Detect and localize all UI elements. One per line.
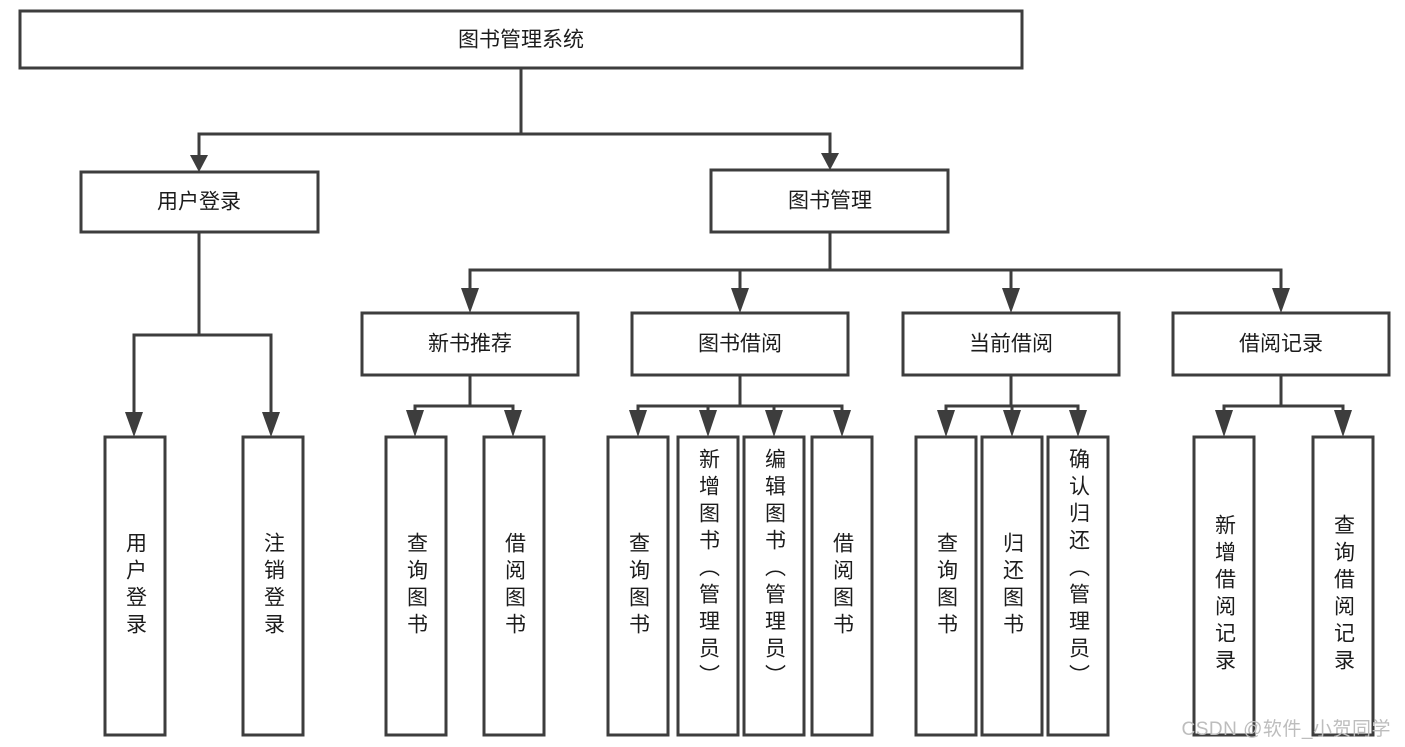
node-book-management-box[interactable] xyxy=(709,168,950,234)
node-root-box[interactable] xyxy=(18,9,1024,70)
leaf-query-borrow-record-box[interactable] xyxy=(1311,435,1375,737)
node-new-book-recommend-box[interactable] xyxy=(360,311,580,377)
leaf-confirm-return-admin-label: 确认归还（管理员） xyxy=(1067,448,1091,691)
leaf-borrow-book-bb-box[interactable] xyxy=(810,435,874,737)
node-book-management-label: 图书管理 xyxy=(788,190,872,213)
leaf-query-borrow-record[interactable]: 查询借阅记录 xyxy=(1311,435,1375,737)
leaf-return-book-label: 归还图书 xyxy=(1001,532,1025,640)
leaf-add-book-admin[interactable]: 新增图书（管理员） xyxy=(676,435,740,737)
arrowhead-bb-leaf-1 xyxy=(629,410,647,437)
arrowhead-cb-leaf-3 xyxy=(1069,410,1087,437)
leaf-user-login-label: 用户登录 xyxy=(124,532,148,640)
node-user-login[interactable]: 用户登录 xyxy=(79,170,320,234)
node-book-borrow[interactable]: 图书借阅 xyxy=(630,311,850,377)
leaf-return-book-box[interactable] xyxy=(980,435,1044,737)
leaf-query-book-nbr-label: 查询图书 xyxy=(405,532,429,640)
leaf-borrow-book-nbr-label: 借阅图书 xyxy=(503,532,527,640)
arrowhead-bb-leaf-4 xyxy=(833,410,851,437)
leaf-borrow-book-nbr-box[interactable] xyxy=(482,435,546,737)
leaf-query-borrow-record-label: 查询借阅记录 xyxy=(1332,514,1356,676)
leaf-borrow-book-bb-label: 借阅图书 xyxy=(831,532,855,640)
leaf-query-book-bb[interactable]: 查询图书 xyxy=(606,435,670,737)
leaf-query-book-nbr-box[interactable] xyxy=(384,435,448,737)
node-root-book-management-system[interactable]: 图书管理系统 xyxy=(18,9,1024,70)
leaf-query-book-cb-box[interactable] xyxy=(914,435,978,737)
leaf-edit-book-admin[interactable]: 编辑图书（管理员） xyxy=(742,435,806,737)
node-current-borrow-label: 当前借阅 xyxy=(969,333,1053,356)
arrowhead-user-login xyxy=(190,155,208,172)
arrowhead-bb-leaf-2 xyxy=(699,410,717,437)
leaf-query-book-nbr[interactable]: 查询图书 xyxy=(384,435,448,737)
leaf-borrow-book-nbr[interactable]: 借阅图书 xyxy=(482,435,546,737)
leaf-query-book-cb-label: 查询图书 xyxy=(935,532,959,640)
node-borrow-record-label: 借阅记录 xyxy=(1239,333,1323,356)
leaf-add-borrow-record-box[interactable] xyxy=(1192,435,1256,737)
node-book-management[interactable]: 图书管理 xyxy=(709,168,950,234)
node-user-login-label: 用户登录 xyxy=(157,191,241,214)
leaf-borrow-book-bb[interactable]: 借阅图书 xyxy=(810,435,874,737)
leaf-confirm-return-admin[interactable]: 确认归还（管理员） xyxy=(1046,435,1110,737)
leaf-query-book-bb-label: 查询图书 xyxy=(627,532,651,640)
node-current-borrow[interactable]: 当前借阅 xyxy=(901,311,1121,377)
arrowhead-book-manage xyxy=(821,153,839,170)
connector-layer xyxy=(125,66,1352,437)
leaf-edit-book-admin-label: 编辑图书（管理员） xyxy=(763,448,787,691)
leaf-query-book-bb-box[interactable] xyxy=(606,435,670,737)
leaf-query-book-cb[interactable]: 查询图书 xyxy=(914,435,978,737)
node-new-book-recommend-label: 新书推荐 xyxy=(428,333,512,356)
leaf-logout[interactable]: 注销登录 xyxy=(241,435,305,737)
leaf-user-login[interactable]: 用户登录 xyxy=(103,435,167,737)
node-root-label: 图书管理系统 xyxy=(458,29,584,52)
arrowhead-cb-leaf-2 xyxy=(1003,410,1021,437)
arrowhead-cb-leaf-1 xyxy=(937,410,955,437)
arrowhead-current-borrow xyxy=(1002,288,1020,313)
arrowhead-br-leaf-1 xyxy=(1215,410,1233,437)
node-book-borrow-label: 图书借阅 xyxy=(698,333,782,356)
arrowhead-new-book-recommend xyxy=(461,288,479,313)
arrowhead-br-leaf-2 xyxy=(1334,410,1352,437)
leaf-confirm-return-admin-box[interactable] xyxy=(1046,435,1110,737)
arrowhead-leaf-logout xyxy=(262,412,280,437)
node-borrow-record-box[interactable] xyxy=(1171,311,1391,377)
leaf-edit-book-admin-box[interactable] xyxy=(742,435,806,737)
arrowhead-bb-leaf-3 xyxy=(765,410,783,437)
node-current-borrow-box[interactable] xyxy=(901,311,1121,377)
arrowhead-leaf-user-login xyxy=(125,412,143,437)
leaf-add-borrow-record[interactable]: 新增借阅记录 xyxy=(1192,435,1256,737)
leaf-add-borrow-record-label: 新增借阅记录 xyxy=(1213,514,1237,676)
node-book-borrow-box[interactable] xyxy=(630,311,850,377)
node-user-login-box[interactable] xyxy=(79,170,320,234)
arrowhead-borrow-record xyxy=(1272,288,1290,313)
leaf-add-book-admin-label: 新增图书（管理员） xyxy=(697,448,721,691)
leaf-logout-box[interactable] xyxy=(241,435,305,737)
leaf-logout-label: 注销登录 xyxy=(262,532,286,640)
node-borrow-record[interactable]: 借阅记录 xyxy=(1171,311,1391,377)
arrowhead-nbr-leaf-2 xyxy=(504,410,522,437)
leaf-add-book-admin-box[interactable] xyxy=(676,435,740,737)
leaf-user-login-box[interactable] xyxy=(103,435,167,737)
arrowhead-nbr-leaf-1 xyxy=(406,410,424,437)
leaf-return-book[interactable]: 归还图书 xyxy=(980,435,1044,737)
node-new-book-recommend[interactable]: 新书推荐 xyxy=(360,311,580,377)
arrowhead-book-borrow xyxy=(731,288,749,313)
